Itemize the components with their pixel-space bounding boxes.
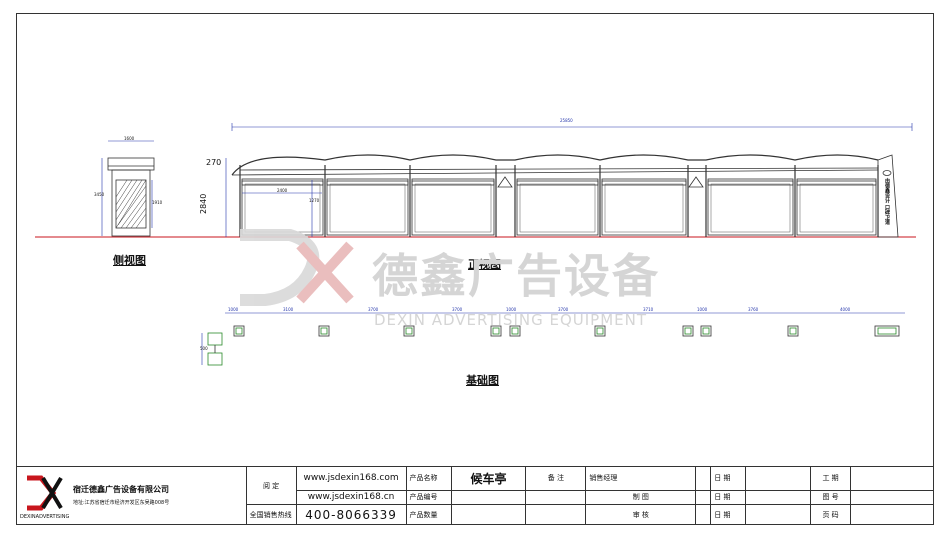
foundation-view-label: 基础图: [466, 374, 499, 387]
ad-panel: [326, 180, 409, 236]
footing: [594, 325, 606, 337]
product-count-label: 产品数量: [405, 504, 452, 525]
side-view-label: 侧视图: [113, 254, 146, 267]
footing: [233, 325, 245, 337]
drawing-frame: [16, 13, 934, 525]
date-label-1: 日 期: [710, 466, 747, 491]
footing-core: [789, 327, 797, 335]
dim-total-length: 25850: [560, 118, 573, 123]
dim-panel-height: 1270: [309, 198, 320, 203]
ad-panel-inner: [604, 183, 684, 233]
dim-side-width: 1600: [124, 136, 135, 141]
footing-core: [684, 327, 692, 335]
footing-core: [405, 327, 413, 335]
footing-end: [874, 325, 900, 337]
date-label-2: 日 期: [710, 489, 747, 506]
footing-core: [511, 327, 519, 335]
ad-panel: [516, 180, 599, 236]
product-name: 候车亭: [450, 466, 527, 491]
ad-panel: [411, 180, 495, 236]
company-logo: [27, 475, 63, 511]
product-code-label: 产品编号: [405, 489, 452, 506]
footing: [490, 325, 502, 337]
side-view: [101, 140, 155, 237]
footing-core: [702, 327, 710, 335]
approve-label: 阅 定: [245, 465, 297, 506]
foundation-spacing-label: 3100: [283, 307, 294, 312]
foundation-spacing-label: 3700: [368, 307, 379, 312]
foundation-spacing-label: 3700: [558, 307, 569, 312]
company-address: 地址:江苏省宿迁市经济开发区东吴路008号: [73, 500, 170, 506]
foundation-spacing-label: 3710: [643, 307, 654, 312]
foundation-view: [201, 312, 905, 366]
dim-height-total: 2840: [199, 193, 208, 214]
ad-panel-inner: [414, 183, 492, 233]
reviewer-label: 审 核: [585, 504, 697, 525]
foundation-spacing-label: 1000: [506, 307, 517, 312]
ad-panel: [601, 180, 687, 236]
footing: [787, 325, 799, 337]
page-no-label: 页 码: [810, 504, 852, 525]
ad-panel-inner: [710, 183, 791, 233]
drafter-label: 制 图: [585, 489, 697, 506]
footing: [318, 325, 330, 337]
dim-roof-height: 270: [206, 158, 222, 167]
foundation-spacing-label: 1000: [697, 307, 708, 312]
footing-core: [235, 327, 243, 335]
website-2: www.jsdexin168.cn: [295, 489, 407, 506]
drawing-no-label: 图 号: [810, 489, 852, 506]
ad-panel-inner: [329, 183, 406, 233]
footing: [403, 325, 415, 337]
company-cell: DEXINADVERTISING 宿迁德鑫广告设备有限公司 地址:江苏省宿迁市经…: [16, 466, 247, 525]
dim-side-height: 3450: [94, 192, 105, 197]
foundation-spacing-label: 4000: [840, 307, 851, 312]
footing: [682, 325, 694, 337]
foundation-spacing-label: 1000: [228, 307, 239, 312]
product-name-label: 产品名称: [405, 466, 452, 491]
footing: [509, 325, 521, 337]
foundation-spacing-label: 3760: [748, 307, 759, 312]
dim-panel-width: 2400: [277, 188, 288, 193]
footing: [700, 325, 712, 337]
footing-core: [320, 327, 328, 335]
website-1: www.jsdexin168.com: [295, 466, 407, 491]
front-view: [225, 123, 913, 238]
hotline-label: 全国销售热线: [245, 504, 297, 525]
dim-foundation-small: 500: [200, 346, 208, 351]
ad-panel-inner: [519, 183, 596, 233]
footing-core: [596, 327, 604, 335]
remark-label: 备 注: [525, 466, 587, 491]
dim-side-panel: 1910: [152, 200, 163, 205]
end-panel-text: 由德鑫设计 口碑卫道: [884, 178, 890, 225]
sales-manager-label: 销售经理: [585, 466, 697, 491]
ad-panel: [707, 180, 794, 236]
front-view-label: 正视图: [468, 258, 501, 271]
foundation-spacing-label: 3700: [452, 307, 463, 312]
footing-core: [492, 327, 500, 335]
watermark: [240, 229, 354, 306]
project-label: 工 期: [810, 466, 852, 491]
company-name: 宿迁德鑫广告设备有限公司: [73, 485, 169, 494]
ad-panel-inner: [799, 183, 874, 233]
phone: 400-8066339: [295, 504, 407, 525]
logo-text: DEXINADVERTISING: [20, 514, 70, 520]
ad-panel: [796, 180, 877, 236]
date-label-3: 日 期: [710, 504, 747, 525]
title-block: DEXINADVERTISING 宿迁德鑫广告设备有限公司 地址:江苏省宿迁市经…: [16, 465, 934, 525]
footing-end-core: [877, 327, 897, 335]
